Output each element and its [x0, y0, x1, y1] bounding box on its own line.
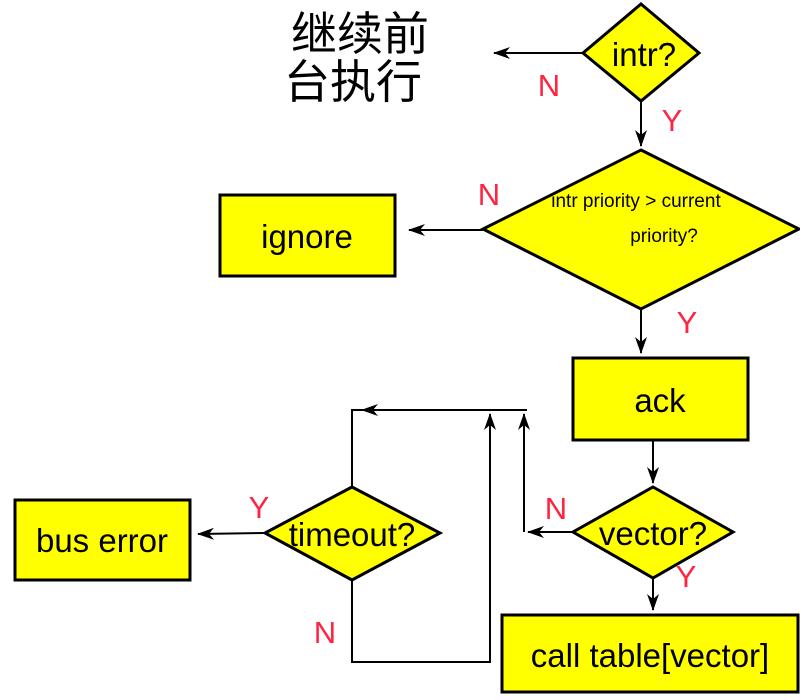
- branch-intr-yes: Y: [662, 103, 683, 138]
- decision-intr-label: intr?: [612, 36, 676, 73]
- process-bus-error: [13, 498, 192, 582]
- branch-priority-yes: Y: [677, 305, 698, 340]
- process-call-table-label: call table[vector]: [531, 637, 769, 674]
- continue-note-line2: 台执行: [284, 57, 422, 108]
- decision-vector: [569, 485, 737, 580]
- branch-intr-no: N: [538, 68, 560, 103]
- decision-vector-label: vector?: [599, 515, 707, 552]
- branch-timeout-yes: Y: [249, 490, 270, 525]
- branch-vector-yes: Y: [676, 559, 697, 594]
- branch-priority-no: N: [478, 177, 500, 212]
- connector-timeout-yes-to-bus-error: [197, 527, 266, 540]
- process-call-table: [500, 613, 800, 694]
- process-ack-label: ack: [634, 382, 686, 419]
- branch-timeout-no: N: [314, 615, 336, 650]
- connector-loop-to-timeout: [351, 409, 527, 487]
- process-ack: [571, 356, 750, 442]
- connector-timeout-no-loop: [351, 413, 496, 663]
- decision-timeout-label: timeout?: [289, 516, 416, 553]
- process-bus-error-label: bus error: [36, 522, 168, 559]
- decision-priority: [479, 148, 800, 311]
- decision-timeout: [261, 485, 444, 582]
- branch-vector-no: N: [545, 491, 567, 526]
- process-ignore-label: ignore: [261, 218, 353, 255]
- decision-priority-line2: priority?: [630, 226, 698, 247]
- decision-intr: [580, 2, 702, 103]
- continue-note-line1: 继续前: [291, 9, 429, 60]
- process-ignore: [218, 193, 397, 278]
- decision-priority-line1: intr priority > current: [551, 191, 721, 212]
